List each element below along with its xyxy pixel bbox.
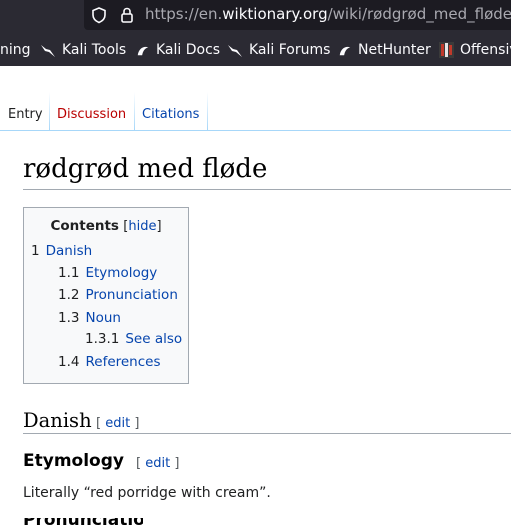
bookmarks-toolbar: ning Kali Tools Kali Docs Kali Forums Ne… [0, 36, 511, 64]
kali-dragon-icon [228, 45, 242, 57]
kali-docs-icon [137, 46, 149, 56]
bookmark-kali-docs[interactable]: Kali Docs [136, 40, 220, 60]
edit-danish-link[interactable]: edit [105, 416, 131, 431]
shield-icon[interactable] [90, 6, 108, 24]
address-bar[interactable]: https://en.wiktionary.org/wiki/rødgrød_m… [84, 0, 511, 30]
tab-separator [134, 92, 135, 130]
section-heading-pronunciation: Pronunciation [23, 518, 143, 527]
toc-title: Contents [50, 218, 119, 234]
lock-icon[interactable] [118, 6, 136, 24]
browser-chrome: https://en.wiktionary.org/wiki/rødgrød_m… [0, 0, 511, 66]
url-text[interactable]: https://en.wiktionary.org/wiki/rødgrød_m… [145, 5, 511, 23]
edit-section-link: [ edit ] [136, 456, 180, 471]
section-divider [23, 433, 511, 434]
title-divider [23, 189, 511, 190]
toc-header: Contents [hide] [50, 218, 162, 234]
tab-discussion[interactable]: Discussion [57, 107, 127, 122]
page-title: rødgrød med fløde [23, 154, 268, 184]
etymology-text: Literally “red porridge with cream”. [23, 485, 271, 501]
bookmark-offensive-security[interactable]: Offensive [439, 40, 511, 60]
bookmark-kali-tools[interactable]: Kali Tools [40, 40, 126, 60]
offsec-icon [439, 42, 454, 58]
edit-etymology-link[interactable]: edit [145, 456, 171, 471]
tab-citations[interactable]: Citations [142, 107, 200, 122]
bookmark-nethunter[interactable]: NetHunter [338, 40, 431, 60]
bookmark-kali-forums[interactable]: Kali Forums [227, 40, 330, 60]
section-heading-etymology: Etymology [23, 451, 124, 471]
page-tabs: Entry Discussion Citations [0, 92, 511, 131]
tab-separator [207, 92, 208, 130]
section-heading-danish: Danish [23, 409, 92, 432]
tab-separator [49, 92, 50, 130]
kali-dragon-icon [41, 45, 55, 57]
bookmark-training[interactable]: ning [0, 42, 31, 58]
tab-entry[interactable]: Entry [0, 92, 51, 130]
nethunter-icon [339, 46, 351, 56]
edit-section-link: [ edit ] [96, 416, 140, 431]
toc-hide-link[interactable]: hide [128, 219, 157, 234]
